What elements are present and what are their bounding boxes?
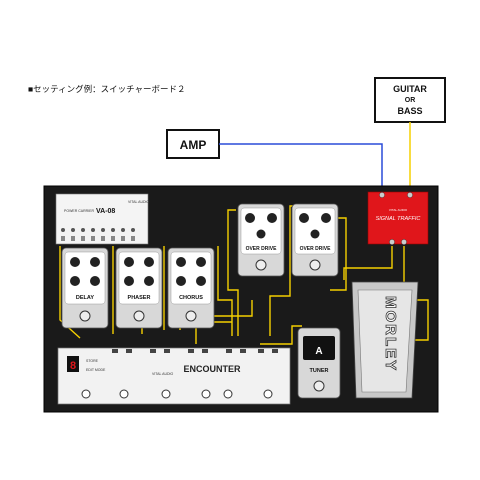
overdrive2-label: OVER DRIVE — [300, 246, 332, 252]
power-model-prefix: POWER CARRIER — [64, 209, 94, 213]
tuner-display: A — [315, 346, 322, 357]
or-label: OR — [405, 97, 416, 104]
overdrive1-label: OVER DRIVE — [246, 246, 278, 252]
bass-label: BASS — [397, 106, 422, 116]
pedal-overdrive-1: OVER DRIVE — [237, 203, 285, 277]
signal-traffic-brand: VITAL AUDIO — [389, 208, 408, 212]
morley-label: MORLEY — [382, 296, 399, 372]
pedal-overdrive-2: OVER DRIVE — [291, 203, 339, 277]
switcher-encounter: 8 STORE EDIT MODE ENCOUNTER VITAL AUDIO — [57, 347, 291, 405]
amp-cable — [219, 143, 383, 192]
pedal-tuner: A TUNER — [297, 327, 341, 399]
switcher-mode: EDIT MODE — [86, 368, 106, 372]
guitar-bass-box: GUITAR OR BASS — [374, 77, 446, 123]
phaser-label: PHASER — [128, 295, 151, 301]
pedal-morley: MORLEY — [351, 281, 419, 399]
amp-label: AMP — [180, 138, 207, 152]
power-brand: VITAL AUDIO — [128, 200, 149, 204]
pedal-chorus: CHORUS — [167, 247, 215, 329]
caption: ■セッティング例：スイッチャーボード２ — [28, 84, 186, 94]
external-cables — [219, 122, 411, 192]
pedal-delay: DELAY — [61, 247, 109, 329]
switcher-display: 8 — [70, 360, 76, 372]
signal-traffic: VITAL AUDIO SIGNAL TRAFFIC — [367, 191, 429, 245]
switcher-store: STORE — [86, 359, 99, 363]
chorus-label: CHORUS — [179, 295, 203, 301]
switcher-name: ENCOUNTER — [183, 364, 241, 374]
signal-traffic-name: SIGNAL TRAFFIC — [376, 216, 421, 222]
switcher-brand: VITAL AUDIO — [152, 372, 173, 376]
power-model: VA-08 — [96, 208, 115, 215]
tuner-label: TUNER — [310, 368, 329, 374]
guitar-label: GUITAR — [393, 84, 427, 94]
delay-label: DELAY — [76, 295, 94, 301]
amp-box: AMP — [166, 129, 220, 159]
pedal-phaser: PHASER — [115, 247, 163, 329]
power-carrier: VITAL AUDIO POWER CARRIER VA-08 — [55, 193, 149, 245]
